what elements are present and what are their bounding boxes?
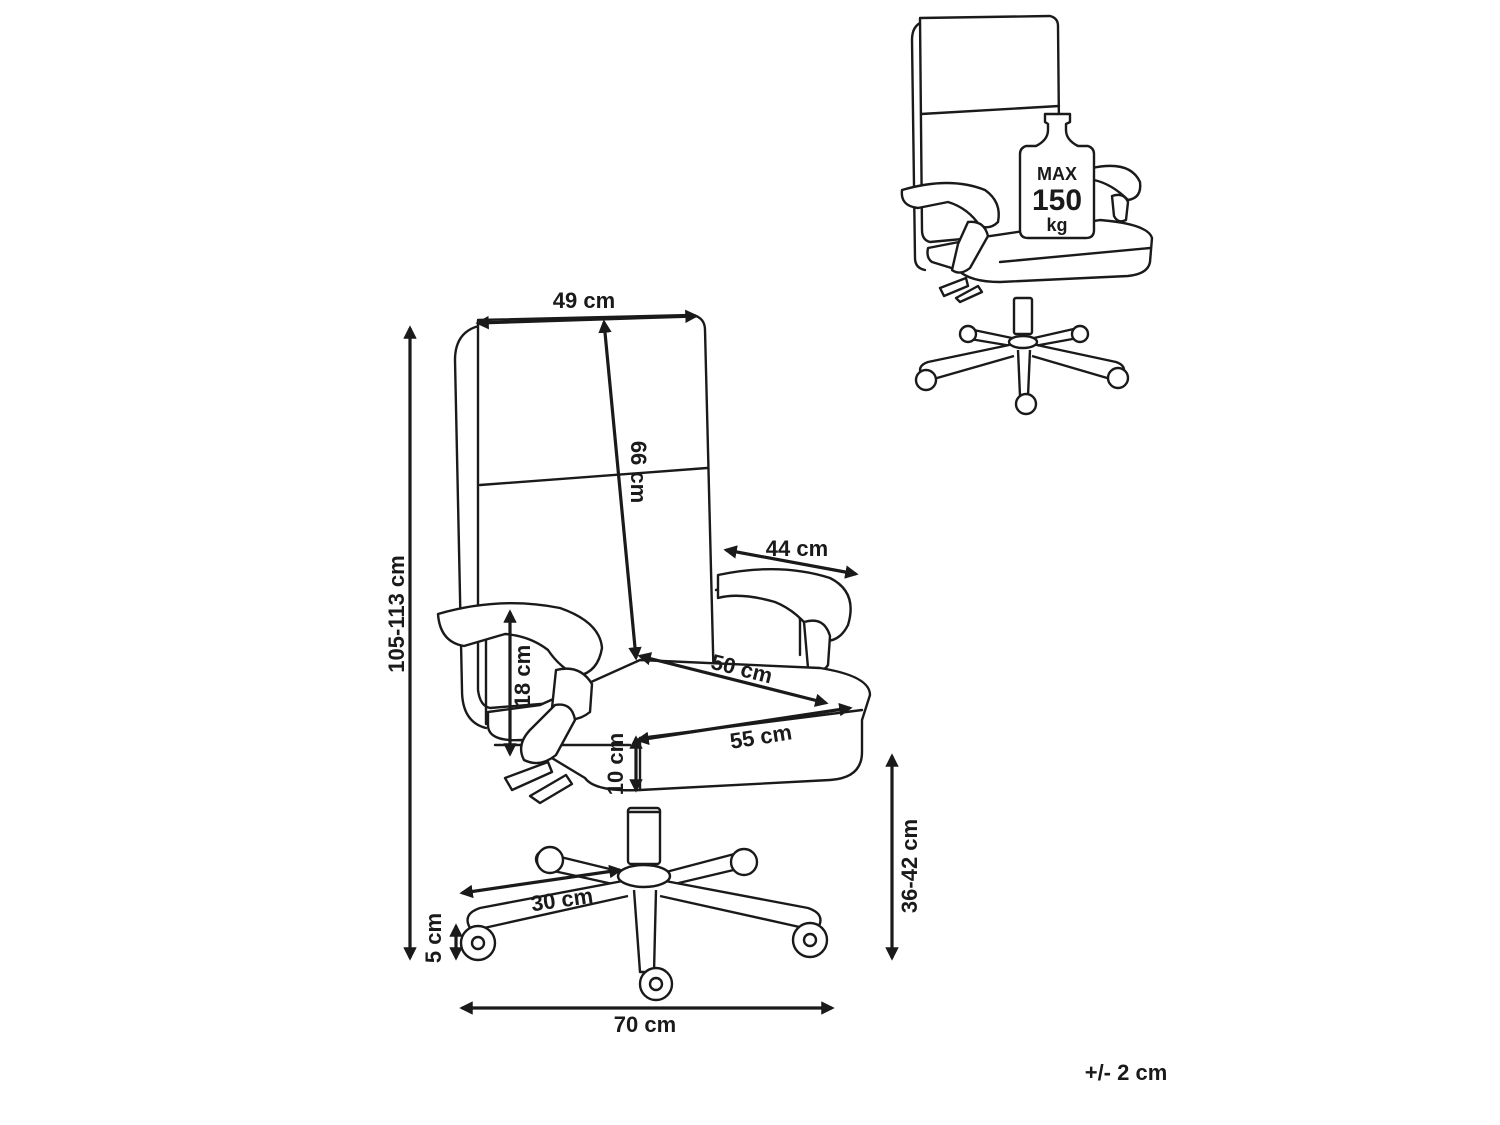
adjustment-levers bbox=[503, 760, 574, 805]
tolerance-note: +/- 2 cm bbox=[1085, 1060, 1168, 1085]
main-chair-illustration bbox=[436, 313, 872, 1002]
label-backrest-height: 66 cm bbox=[626, 441, 651, 503]
label-armrest-length: 44 cm bbox=[766, 536, 828, 561]
dimension-lines bbox=[403, 309, 899, 1015]
label-base-width: 70 cm bbox=[614, 1012, 676, 1037]
weight-badge-value: 150 bbox=[1032, 184, 1082, 217]
casters bbox=[459, 845, 829, 1002]
label-seat-thickness: 10 cm bbox=[603, 733, 628, 795]
front-armrest bbox=[436, 602, 604, 765]
weight-icon bbox=[1018, 112, 1096, 240]
dim-line-seat-depth bbox=[637, 652, 829, 707]
dim-line-backrest-height bbox=[598, 319, 642, 661]
dim-line-backrest-width bbox=[475, 309, 699, 330]
weight-badge-max: MAX bbox=[1037, 164, 1077, 184]
label-backrest-width: 49 cm bbox=[553, 288, 615, 313]
gas-cylinder bbox=[626, 806, 662, 866]
label-total-height: 105-113 cm bbox=[384, 555, 409, 672]
dim-line-leg-length bbox=[459, 864, 623, 899]
five-star-base bbox=[466, 850, 822, 974]
dim-line-seat-width bbox=[635, 702, 853, 746]
label-seat-height: 36-42 cm bbox=[897, 819, 922, 913]
label-leg-length: 30 cm bbox=[529, 883, 594, 916]
label-armrest-height: 18 cm bbox=[510, 645, 535, 707]
label-caster-height: 5 cm bbox=[421, 913, 446, 963]
weight-badge: MAX 150 kg bbox=[1018, 112, 1096, 240]
dim-line-armrest-length bbox=[723, 545, 859, 579]
weight-badge-unit: kg bbox=[1046, 215, 1067, 235]
